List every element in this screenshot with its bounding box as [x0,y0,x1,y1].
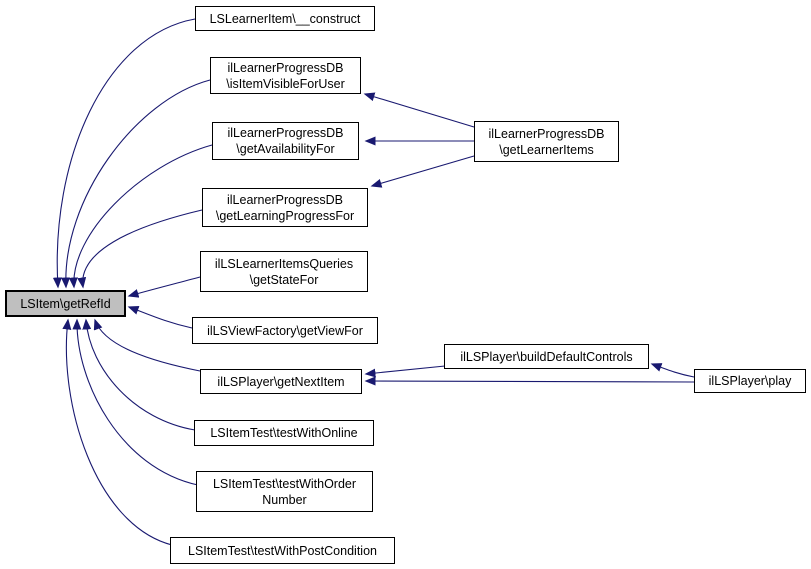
node-lslearneritem-construct[interactable]: LSLearnerItem\__construct [195,6,375,31]
edge-builddefaultcontrols-to-getnextitem [364,365,446,378]
node-illsplayer-builddefaultcontrols[interactable]: ilLSPlayer\buildDefaultControls [444,344,649,369]
edge-play-to-getnextitem [364,376,695,386]
node-lsitem-getrefid-highlighted: LSItem\getRefId [5,290,126,317]
node-illslearneritemsqueries-getstatefor[interactable]: ilLSLearnerItemsQueries \getStateFor [200,251,368,292]
node-illearnerprogressdb-isitemvisibleforuser[interactable]: ilLearnerProgressDB \isItemVisibleForUse… [210,57,361,94]
edge-isitemvisibleforuser-to-getrefid [61,79,211,289]
edge-getavailabilityfor-to-getrefid [68,144,213,289]
edge-testwithordernumber-to-getrefid [72,318,199,486]
node-illearnerprogressdb-getlearningprogressfor[interactable]: ilLearnerProgressDB \getLearningProgress… [202,188,368,227]
edge-play-to-builddefaultcontrols [650,363,695,378]
node-illearnerprogressdb-getlearneritems[interactable]: ilLearnerProgressDB \getLearnerItems [474,121,619,162]
edge-testwithonline-to-getrefid [82,318,196,431]
edge-getlearningprogressfor-to-getrefid [77,209,203,289]
edge-getnextitem-to-getrefid [93,318,201,372]
node-lsitemtest-testwithordernumber[interactable]: LSItemTest\testWithOrder Number [196,471,373,512]
edge-getlearneritems-to-getlearningprogressfor [370,155,475,188]
node-illsplayer-play[interactable]: ilLSPlayer\play [694,369,806,393]
edge-getviewfor-to-getrefid [127,306,193,329]
edge-getlearneritems-to-isitemvisibleforuser [363,92,475,128]
node-lsitemtest-testwithpostcondition[interactable]: LSItemTest\testWithPostCondition [170,537,395,564]
node-illsplayer-getnextitem[interactable]: ilLSPlayer\getNextItem [200,369,362,394]
edge-getstatefor-to-getrefid [127,276,201,298]
edge-construct-to-getrefid [52,18,196,289]
edge-testwithpostcondition-to-getrefid [62,318,173,546]
node-illearnerprogressdb-getavailabilityfor[interactable]: ilLearnerProgressDB \getAvailabilityFor [212,122,359,160]
node-illsviewfactory-getviewfor[interactable]: ilLSViewFactory\getViewFor [192,317,378,344]
node-lsitemtest-testwithonline[interactable]: LSItemTest\testWithOnline [194,420,374,446]
